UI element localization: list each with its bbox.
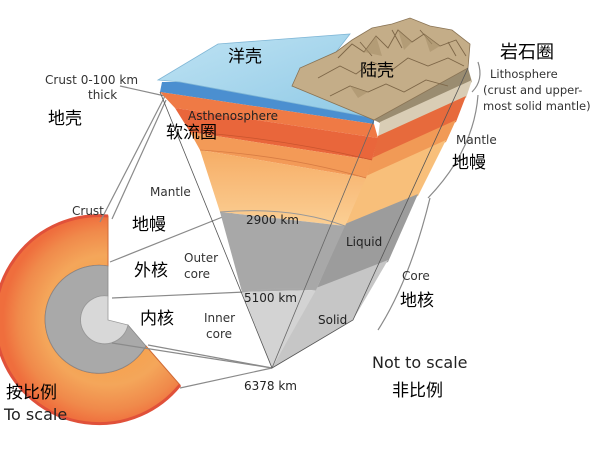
- mantle-left-cn-label: 地幔: [132, 215, 166, 235]
- crust-thickness-label-line2: thick: [88, 88, 117, 102]
- liquid-label: Liquid: [346, 235, 382, 249]
- wedge-right-mantle-1: [366, 120, 456, 178]
- wedge-right-lithosphere: [378, 80, 472, 138]
- wedge-left-outer-core: [220, 212, 345, 292]
- pointer-lines: [99, 61, 481, 389]
- wedge-right-asthenosphere: [372, 96, 466, 160]
- wedge-left-lithosphere: [160, 92, 378, 138]
- wedge-right-inner-core: [272, 260, 388, 368]
- wedge-left-mantle-1: [190, 132, 372, 178]
- wedge-left-mantle-2: [200, 150, 366, 226]
- solid-label: Solid: [318, 313, 347, 327]
- outer-core-label-line2: core: [184, 267, 210, 281]
- mountain-shading: [350, 30, 440, 98]
- outer-core-cn-label: 外核: [134, 261, 168, 281]
- mantle-right-label: Mantle: [456, 133, 497, 147]
- inner-core-label-line2: core: [206, 327, 232, 341]
- depth-5100-label: 5100 km: [244, 291, 297, 305]
- text-labels: 洋壳 陆壳 Crust 0-100 km thick 地壳 岩石圈 Lithos…: [3, 42, 591, 424]
- depth-2900-label: 2900 km: [246, 213, 299, 227]
- wedge-left-inner-core: [242, 290, 316, 368]
- lithosphere-cn-label: 岩石圈: [500, 42, 554, 63]
- wedge-left-asthenosphere: [175, 108, 378, 160]
- earth-wedge: [156, 17, 472, 369]
- continental-crust-cn-label: 陆壳: [360, 61, 394, 81]
- asthenosphere-label: Asthenosphere: [188, 109, 278, 123]
- lithosphere-desc-line1: (crust and upper-: [483, 83, 582, 97]
- crust-cn-label: 地壳: [48, 109, 82, 129]
- core-right-cn-label: 地核: [400, 291, 434, 311]
- to-scale-cn-label: 按比例: [6, 383, 57, 403]
- asthenosphere-cn-label: 软流圈: [166, 123, 217, 143]
- crust-left-label: Crust: [72, 204, 104, 218]
- not-to-scale-label: Not to scale: [372, 353, 468, 372]
- to-scale-inner-core: [80, 295, 129, 345]
- core-right-label: Core: [402, 269, 430, 283]
- depth-6378-label: 6378 km: [244, 379, 297, 393]
- inner-core-cn-label: 内核: [140, 309, 174, 329]
- lithosphere-desc-line2: most solid mantle): [483, 99, 591, 113]
- wedge-right-outer-core: [316, 194, 418, 290]
- ocean-crust-cn-label: 洋壳: [228, 47, 262, 67]
- lithosphere-label: Lithosphere: [490, 67, 558, 81]
- wedge-left-ocean-crust: [160, 82, 374, 124]
- wedge-right-crust: [374, 68, 472, 124]
- mantle-left-label: Mantle: [150, 185, 191, 199]
- wedge-right-mantle-2: [345, 140, 446, 226]
- to-scale-earth-section: [0, 214, 182, 426]
- not-to-scale-cn-label: 非比例: [392, 381, 443, 401]
- to-scale-label: To scale: [3, 405, 67, 424]
- inner-core-label-line1: Inner: [204, 311, 235, 325]
- to-scale-crust-edge: [0, 214, 182, 426]
- outer-core-label-line1: Outer: [184, 251, 218, 265]
- crust-thickness-label-line1: Crust 0-100 km: [45, 73, 138, 87]
- mantle-right-cn-label: 地幔: [452, 153, 486, 173]
